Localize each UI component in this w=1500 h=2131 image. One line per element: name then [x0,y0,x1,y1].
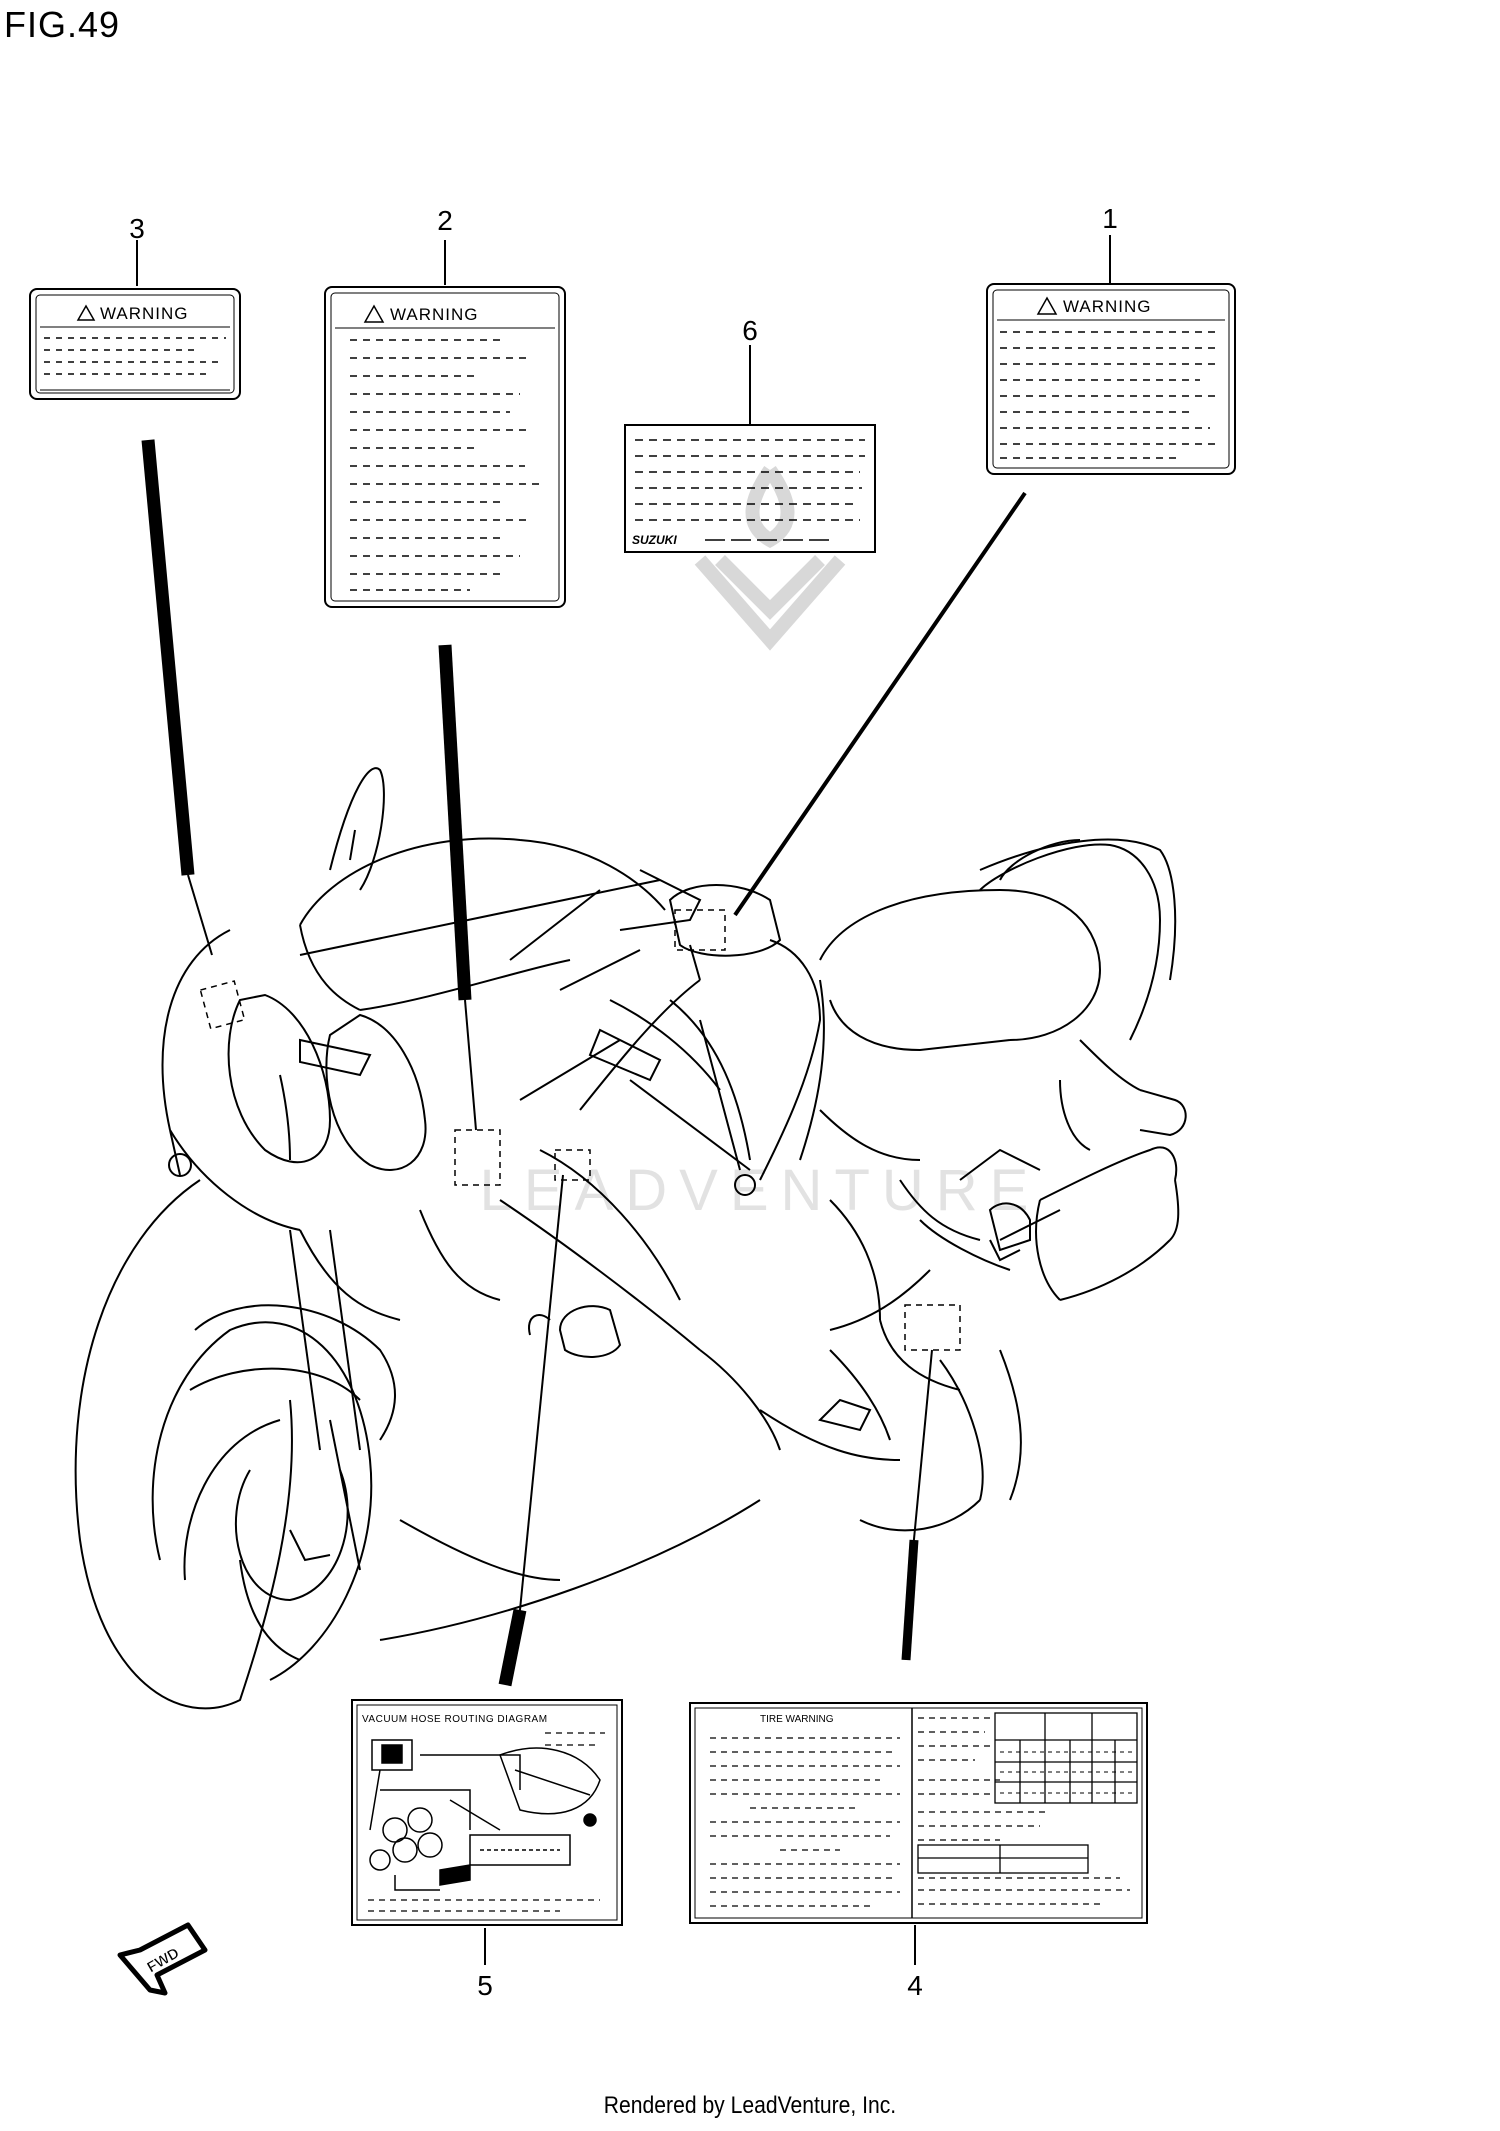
label-position-markers [199,909,961,1351]
callout-1: 1 [1102,203,1118,234]
label-6-brand: SUZUKI [632,533,677,547]
label-3-warning: WARNING [29,288,241,400]
warning-text: WARNING [1063,297,1152,316]
leader-2-bold [438,644,472,1001]
footer-credit: Rendered by LeadVenture, Inc. [603,2092,897,2119]
watermark-text: LEADVENTURE [480,1158,1041,1223]
label-2-warning: WARNING [324,286,566,608]
callout-2: 2 [437,205,453,236]
leader-2-thin [464,999,477,1131]
motorcycle-outline [74,767,1187,1710]
leader-3-bold [141,439,195,876]
fwd-arrow-icon: FWD [117,1922,208,1996]
callout-3: 3 [129,213,145,244]
watermark-logo [694,465,846,651]
label-4-tire-info: TIRE WARNING [689,1702,1148,1924]
callout-6: 6 [742,315,758,346]
leader-3-thin [187,874,213,956]
leader-5-thin [517,1174,564,1631]
leader-5-bold [498,1608,527,1687]
leader-4-thin [911,1349,933,1561]
figure-title: FIG.49 [4,4,121,45]
label-1-warning: WARNING [986,283,1236,475]
callout-5: 5 [477,1970,493,2001]
leader-4-bold [901,1539,919,1661]
tire-warning-title: TIRE WARNING [760,1714,834,1725]
label-6: SUZUKI [624,424,876,553]
callout-4: 4 [907,1970,923,2001]
leader-lines [136,235,1111,1965]
warning-text: WARNING [100,304,189,323]
leader-1 [733,491,1027,917]
vacuum-diagram-title: VACUUM HOSE ROUTING DIAGRAM [362,1714,548,1725]
warning-text: WARNING [390,305,479,324]
label-5-vacuum-hose-diagram: VACUUM HOSE ROUTING DIAGRAM [351,1699,623,1926]
